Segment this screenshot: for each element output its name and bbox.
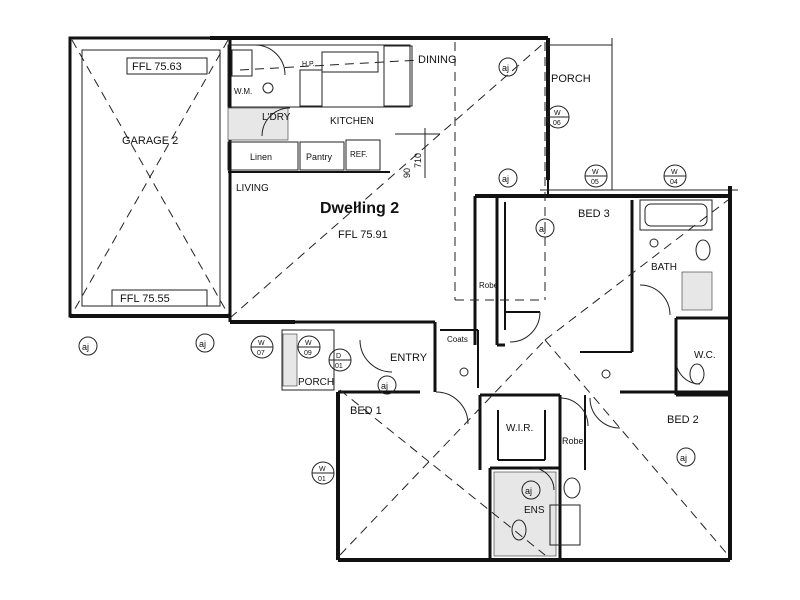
robe-right-label: Robe xyxy=(562,436,584,446)
window-tag: W 07 xyxy=(250,335,274,359)
dim-90: 90 xyxy=(402,168,412,178)
svg-text:aj: aj xyxy=(539,224,546,234)
door-swings xyxy=(254,44,701,491)
svg-text:aj: aj xyxy=(525,486,532,496)
svg-text:06: 06 xyxy=(553,120,561,127)
svg-text:05: 05 xyxy=(591,179,599,186)
dimension: 90 710 xyxy=(395,128,440,178)
wm-label: W.M. xyxy=(234,87,252,96)
svg-text:aj: aj xyxy=(199,339,206,349)
fixtures xyxy=(262,82,711,541)
aj-marker: aj xyxy=(498,57,518,77)
robe-left-label: Robe xyxy=(479,281,499,290)
ffl-garage-top: FFL 75.63 xyxy=(132,61,182,73)
ffl-tags: FFL 75.63 FFL 75.55 xyxy=(111,57,208,307)
aj-marker: aj xyxy=(498,168,518,188)
svg-text:W: W xyxy=(319,466,326,473)
ffl-main-label: FFL 75.91 xyxy=(338,229,388,241)
aj-marker: aj xyxy=(195,333,215,353)
dwelling-label: Dwelling 2 xyxy=(320,200,399,217)
ens-label: ENS xyxy=(524,505,545,516)
hp-label: H.P. xyxy=(302,61,315,68)
window-tag: W 05 xyxy=(584,164,608,188)
pantry-label: Pantry xyxy=(306,152,333,162)
entry-label: ENTRY xyxy=(390,352,428,364)
aj-marker: aj xyxy=(78,336,98,356)
svg-text:07: 07 xyxy=(257,350,265,357)
svg-text:aj: aj xyxy=(82,342,89,352)
svg-text:01: 01 xyxy=(318,476,326,483)
bed3-label: BED 3 xyxy=(578,208,610,220)
garage-label: GARAGE 2 xyxy=(122,135,178,147)
aj-marker: aj xyxy=(535,218,555,238)
aj-marker: aj xyxy=(676,447,696,467)
svg-text:W: W xyxy=(554,110,561,117)
dwelling-title: Dwelling 2 FFL 75.91 xyxy=(320,200,399,241)
linen-label: Linen xyxy=(250,152,272,162)
roof-lines xyxy=(71,39,729,556)
svg-text:01: 01 xyxy=(335,363,343,370)
porch-top-label: PORCH xyxy=(551,73,591,85)
wc-label: W.C. xyxy=(694,350,716,361)
svg-text:aj: aj xyxy=(502,63,509,73)
dining-label: DINING xyxy=(418,54,457,66)
wir-label: W.I.R. xyxy=(506,423,533,434)
svg-text:04: 04 xyxy=(670,179,678,186)
svg-text:D: D xyxy=(336,353,341,360)
ldry-label: L'DRY xyxy=(262,112,291,123)
svg-text:aj: aj xyxy=(381,381,388,391)
room-labels: GARAGE 2 DINING PORCH W.M. H.P. L'DRY KI… xyxy=(122,54,716,516)
window-tag: W 01 xyxy=(311,461,335,485)
door-tag: D 01 xyxy=(328,348,352,372)
aj-markers: aj aj aj aj aj aj aj aj xyxy=(78,57,696,500)
ffl-garage-bottom: FFL 75.55 xyxy=(120,293,170,305)
window-tag: W 06 xyxy=(546,105,570,129)
window-tags: W 06 W 05 W 04 W 07 W 09 xyxy=(250,105,687,485)
svg-text:09: 09 xyxy=(304,350,312,357)
aj-marker: aj xyxy=(521,480,541,500)
svg-text:aj: aj xyxy=(680,453,687,463)
porch-bottom-label: PORCH xyxy=(298,377,334,388)
svg-text:W: W xyxy=(305,340,312,347)
svg-text:W: W xyxy=(592,169,599,176)
exterior-walls xyxy=(68,36,738,562)
aj-marker: aj xyxy=(377,375,397,395)
svg-text:aj: aj xyxy=(502,174,509,184)
kitchen-label: KITCHEN xyxy=(330,116,374,127)
bath-label: BATH xyxy=(651,262,677,273)
living-label: LIVING xyxy=(236,183,269,194)
svg-text:W: W xyxy=(671,169,678,176)
dim-710: 710 xyxy=(413,153,423,168)
coats-label: Coats xyxy=(447,335,468,344)
window-tag: W 09 xyxy=(297,335,321,359)
bed2-label: BED 2 xyxy=(667,414,699,426)
svg-text:W: W xyxy=(258,340,265,347)
ref-label: REF. xyxy=(350,150,367,159)
window-tag: W 04 xyxy=(663,164,687,188)
bed1-label: BED 1 xyxy=(350,405,382,417)
interior-walls xyxy=(227,38,730,560)
